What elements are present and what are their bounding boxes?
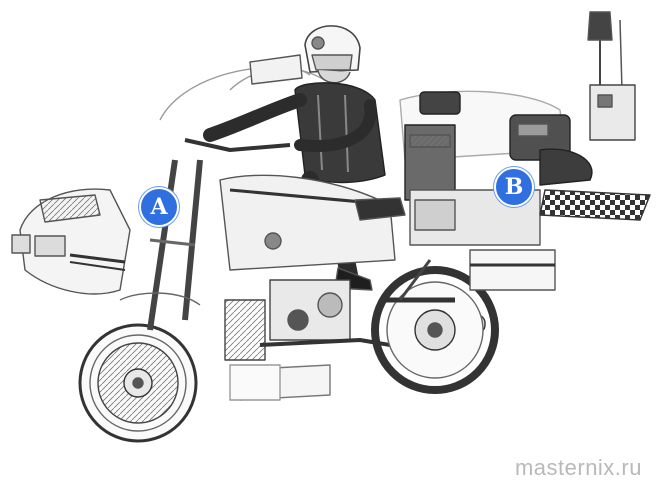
marker-a-label: A [150, 194, 168, 220]
engine [219, 174, 486, 401]
rear-equipment [399, 11, 651, 291]
marker-b[interactable]: B [494, 167, 534, 207]
marker-b-label: B [504, 174, 524, 200]
rear-wheel [371, 259, 499, 394]
front-wheel [78, 159, 203, 443]
marker-a[interactable]: A [139, 187, 179, 227]
fairing [11, 54, 371, 295]
watermark: masternix.ru [514, 455, 642, 480]
seat [354, 197, 406, 221]
